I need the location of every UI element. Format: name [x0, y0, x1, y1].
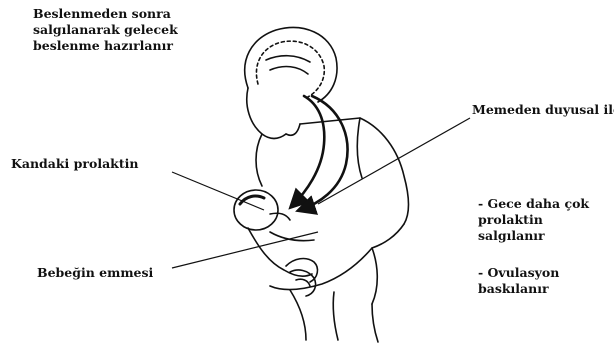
mother-body: [256, 118, 409, 342]
leader-lines: [172, 118, 470, 268]
nerve-pathway-arrows: [292, 96, 348, 210]
baby: [234, 190, 317, 282]
